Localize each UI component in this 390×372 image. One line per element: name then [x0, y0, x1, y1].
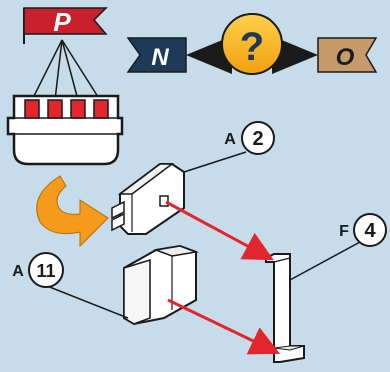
p-flag-cloth — [23, 7, 108, 35]
part-a2 — [111, 163, 185, 235]
question-badge: ? — [221, 13, 283, 75]
callout-number: 4 — [364, 220, 376, 242]
o-flag: O — [317, 37, 378, 73]
slot-red — [47, 99, 63, 119]
p-flag: P — [23, 7, 108, 44]
left-pointer-triangle — [186, 36, 232, 74]
move-arrow-a2 — [165, 200, 274, 261]
rotate-arrow-icon — [36, 175, 109, 248]
part-f4 — [265, 253, 305, 363]
part-a11 — [123, 244, 199, 326]
slot-red — [70, 99, 86, 119]
move-arrow-a11 — [167, 298, 281, 355]
callout-number: 11 — [36, 261, 55, 281]
o-flag-label: O — [336, 44, 355, 71]
question-mark-icon: ? — [240, 25, 264, 69]
o-flag-cloth — [317, 37, 378, 73]
n-flag: N — [126, 37, 187, 73]
callout-f4: F 4 — [289, 213, 387, 281]
slot-red — [24, 99, 40, 119]
callout-letter: A — [224, 131, 236, 148]
n-flag-cloth — [126, 37, 187, 73]
callout-letter: F — [339, 223, 349, 240]
slot-red — [93, 99, 109, 119]
n-flag-label: N — [151, 44, 169, 71]
right-pointer-triangle — [272, 36, 318, 74]
callout-letter: A — [12, 263, 24, 280]
callout-a11: A 11 — [12, 252, 129, 319]
callout-a2: A 2 — [183, 121, 275, 173]
p-flag-label: P — [53, 7, 71, 37]
p-connector-lines — [31, 39, 101, 101]
callout-number: 2 — [252, 128, 263, 150]
connector-block — [6, 94, 124, 166]
